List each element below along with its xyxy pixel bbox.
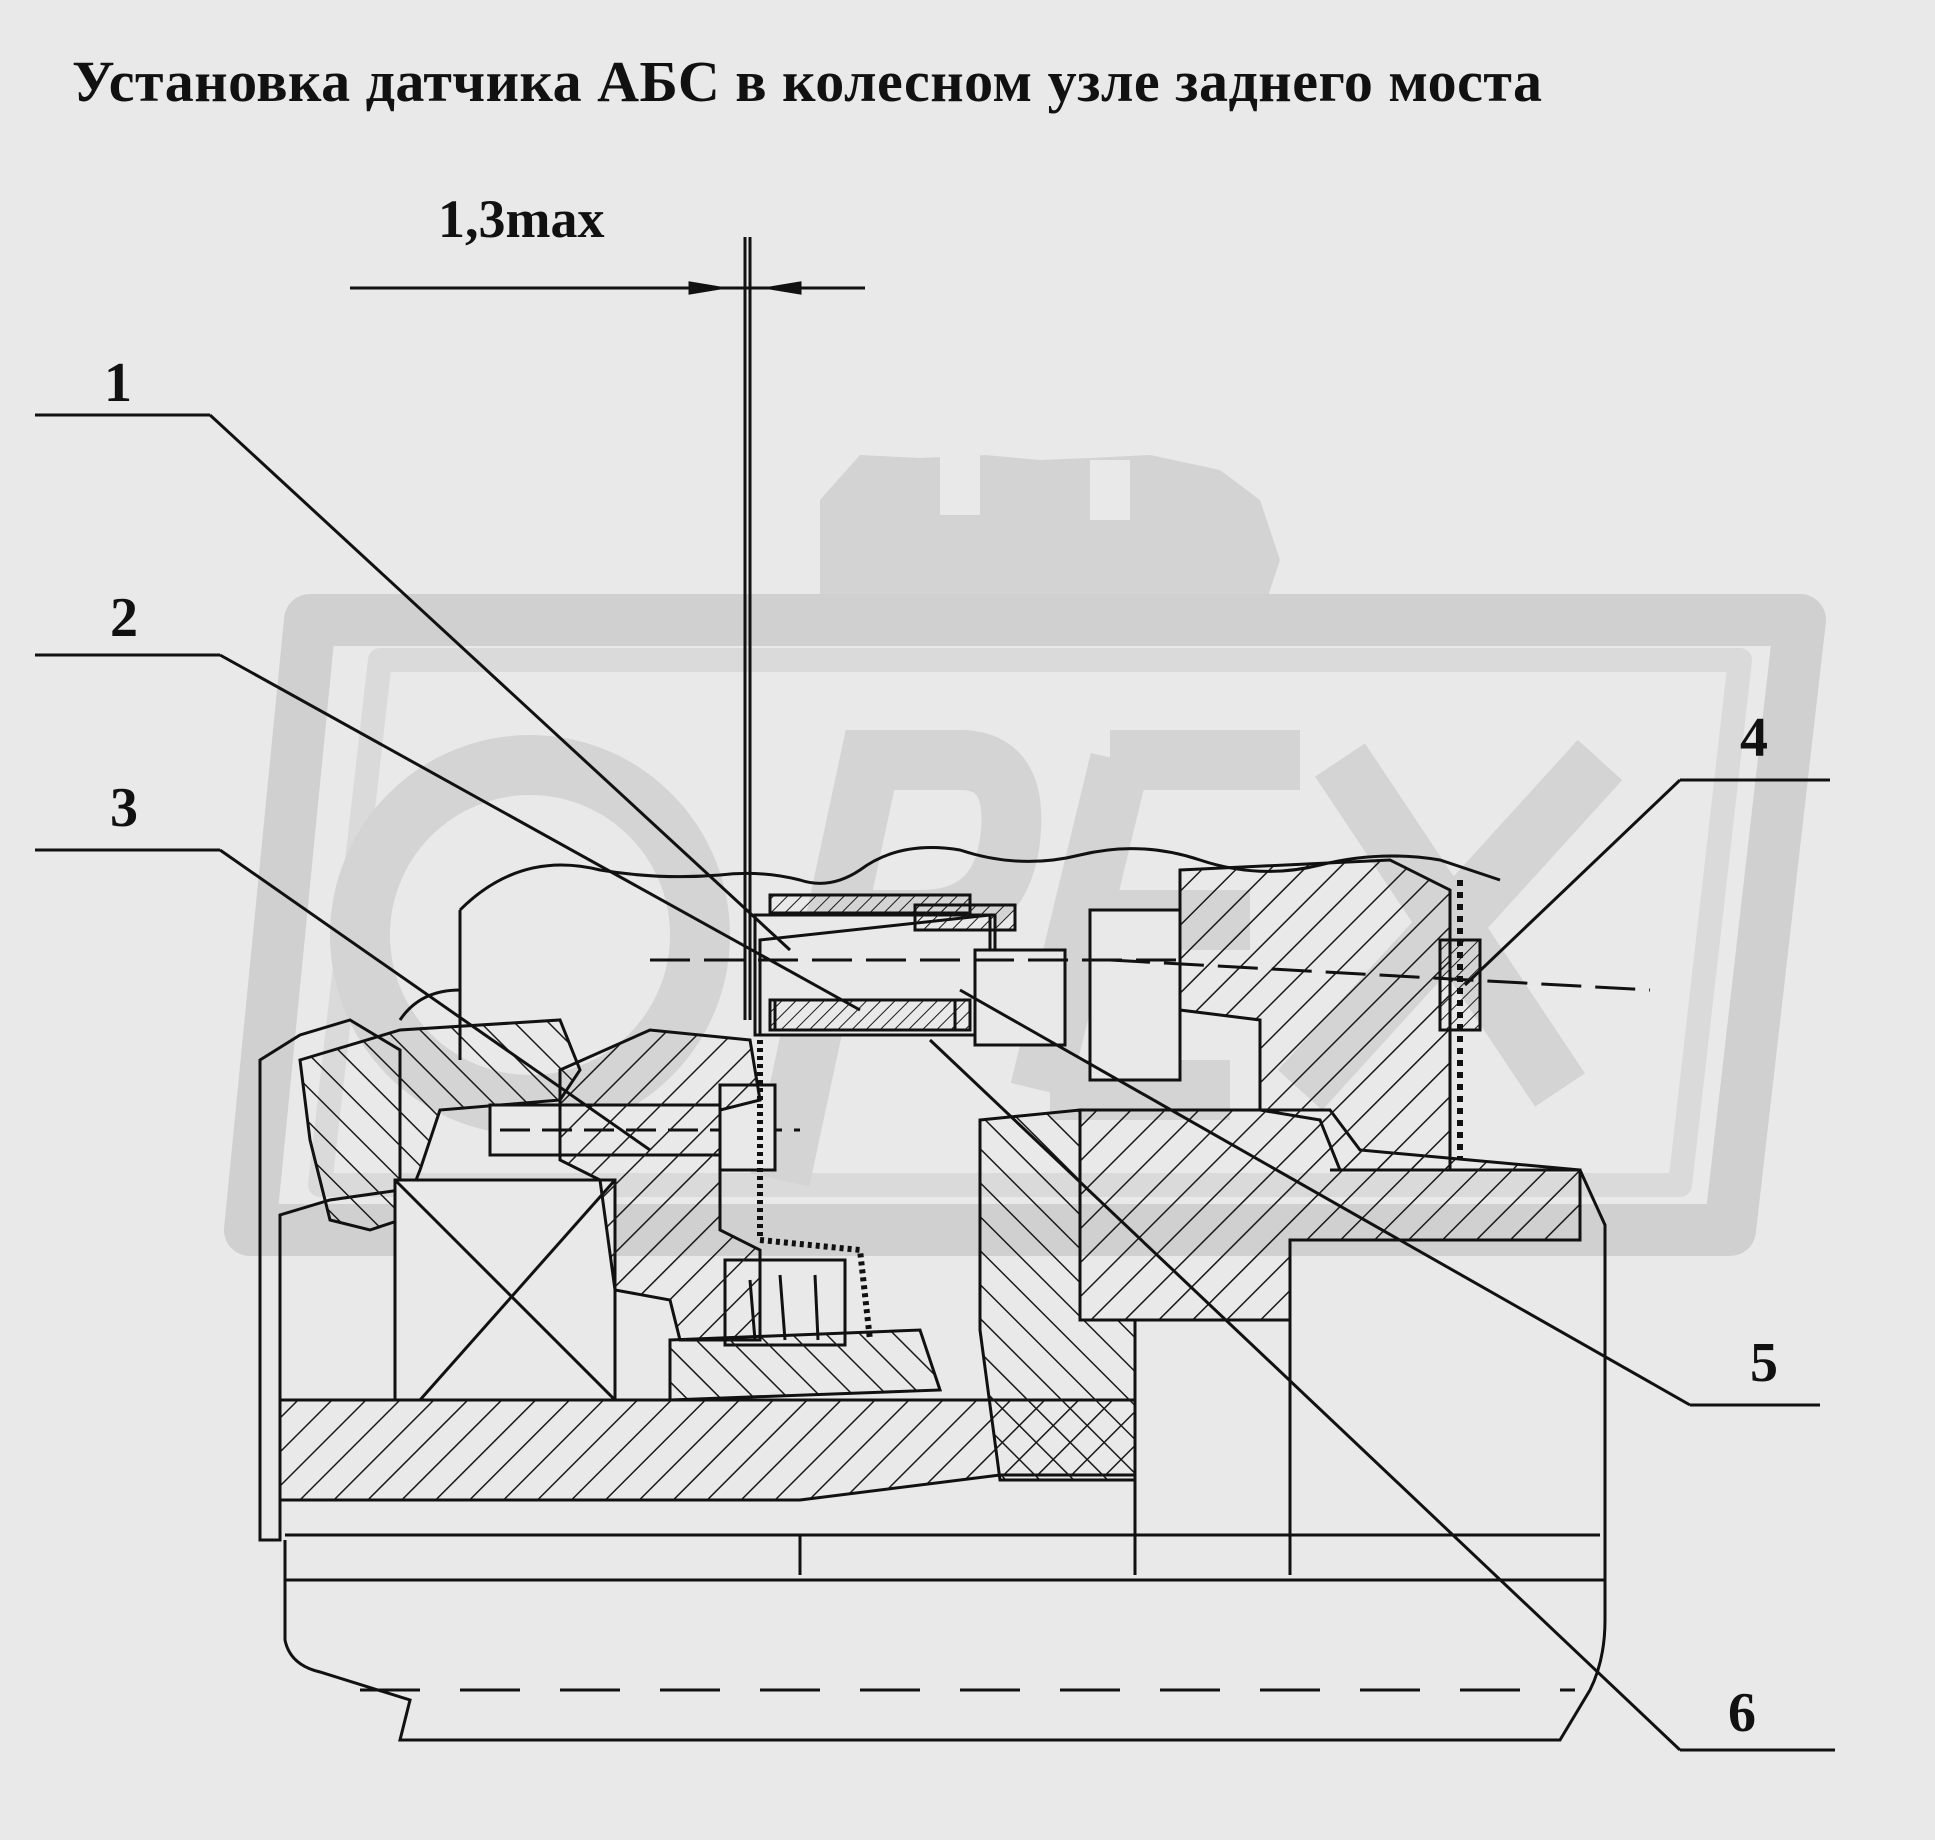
gap-dimension-label: 1,3max bbox=[438, 189, 605, 249]
gap-dimension bbox=[350, 237, 865, 1020]
callout-5: 5 bbox=[1750, 1332, 1778, 1394]
callout-3: 3 bbox=[110, 777, 138, 839]
drawing-title: Установка датчика АБС в колесном узле за… bbox=[72, 49, 1543, 114]
leader-lines bbox=[35, 413, 1835, 1752]
callout-1: 1 bbox=[104, 352, 132, 414]
watermark-logo bbox=[224, 455, 1826, 1256]
callout-2: 2 bbox=[110, 587, 138, 649]
callout-4: 4 bbox=[1740, 707, 1768, 769]
callout-6: 6 bbox=[1728, 1682, 1756, 1744]
wheel-hub-assembly bbox=[258, 846, 1651, 1742]
